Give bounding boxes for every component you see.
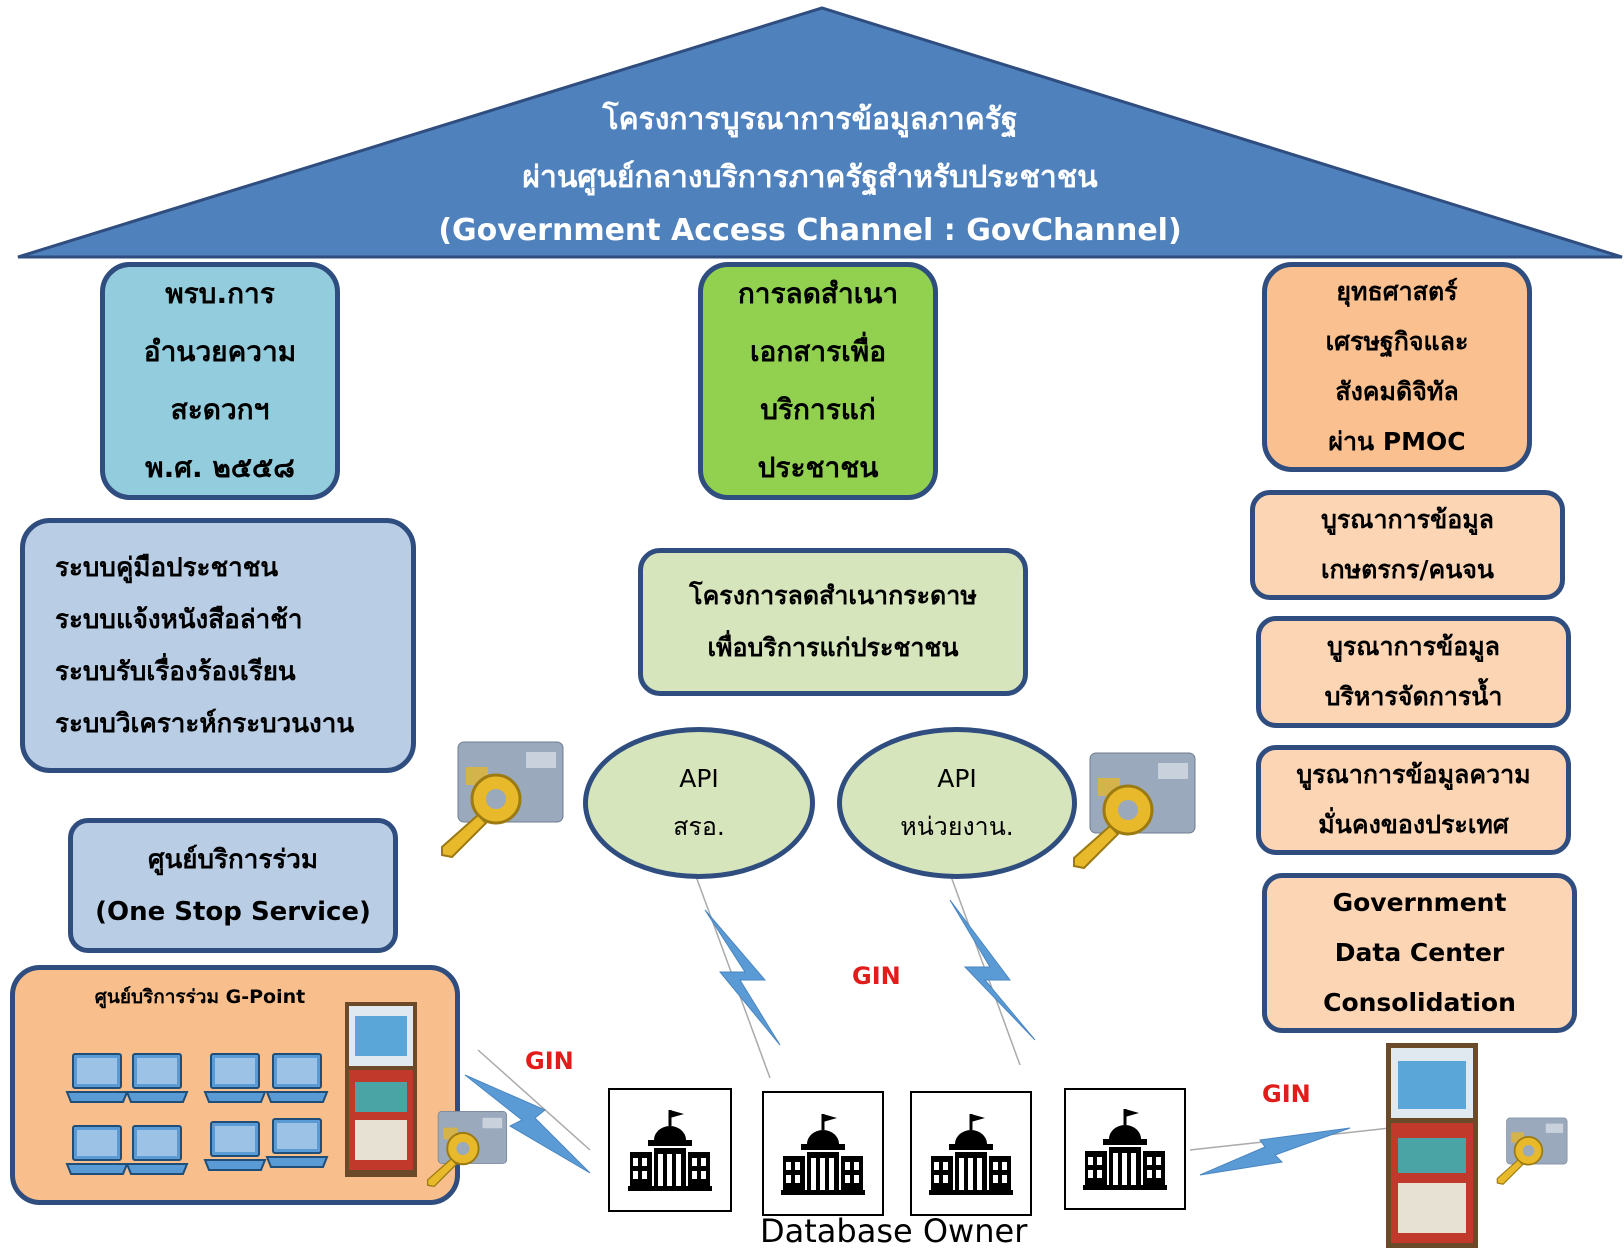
gin-label: GIN	[525, 1047, 574, 1075]
laptop-icon	[203, 1121, 267, 1171]
api-ega-line: API	[679, 764, 719, 793]
building-icon	[929, 1113, 1013, 1195]
api-agency-line: หน่วยงาน.	[900, 812, 1014, 841]
smart-card-key-icon	[1496, 1117, 1568, 1185]
gpoint-title: ศูนย์บริการร่วม G-Point	[94, 986, 306, 1008]
right-item-line: Government	[1332, 888, 1507, 917]
paper-line: เพื่อบริการแก่ประชาชน	[707, 633, 959, 662]
right-item-line: Data Center	[1334, 938, 1505, 967]
paper-reduction-box: โครงการลดสำเนากระดาษ เพื่อบริการแก่ประชา…	[638, 548, 1028, 696]
building-icon	[628, 1110, 712, 1191]
right-item-line: บูรณาการข้อมูลความ	[1296, 760, 1531, 789]
api-ega-ellipse: API สรอ.	[583, 727, 815, 879]
system-item: ระบบคู่มือประชาชน	[55, 552, 279, 583]
one-stop-service-box: ศูนย์บริการร่วม (One Stop Service)	[68, 818, 398, 953]
pillar-copy-line: การลดสำเนา	[737, 277, 899, 310]
laptop-icon	[203, 1053, 267, 1103]
roof-triangle	[17, 6, 1623, 259]
pillar-law-line: พรบ.การ	[165, 277, 275, 310]
pillar-law-line: อำนวยความ	[143, 335, 297, 368]
paper-line: โครงการลดสำเนากระดาษ	[689, 581, 977, 610]
laptop-icon	[125, 1125, 189, 1175]
roof-title-line2: ผ่านศูนย์กลางบริการภาครัฐสำหรับประชาชน	[522, 160, 1098, 195]
building-icon	[1083, 1109, 1167, 1190]
pillar-law-line: สะดวกฯ	[170, 393, 270, 426]
system-item: ระบบวิเคราะห์กระบวนงาน	[55, 708, 355, 739]
database-owner-box	[1064, 1088, 1186, 1210]
pillar-law: พรบ.การ อำนวยความ สะดวกฯ พ.ศ. ๒๕๕๘	[100, 262, 340, 500]
right-item-line: บริหารจัดการน้ำ	[1324, 682, 1503, 711]
pillar-copy-line: ประชาชน	[757, 451, 879, 484]
pillar-digital-line: เศรษฐกิจและ	[1325, 327, 1469, 356]
laptop-icon	[265, 1118, 329, 1168]
roof-title-line3: (Government Access Channel : GovChannel)	[438, 213, 1182, 248]
laptop-icon	[125, 1053, 189, 1103]
kiosk-icon	[1386, 1043, 1478, 1248]
database-owner-label: Database Owner	[760, 1212, 1028, 1250]
pillar-law-line: พ.ศ. ๒๕๕๘	[145, 451, 295, 484]
roof-title-line1: โครงการบูรณาการข้อมูลภาครัฐ	[602, 102, 1018, 137]
database-owner-box	[910, 1091, 1032, 1216]
systems-box: ระบบคู่มือประชาชน ระบบแจ้งหนังสือล่าช้า …	[20, 518, 416, 773]
right-item-line: บูรณาการข้อมูล	[1320, 505, 1495, 534]
pillar-digital-line: สังคมดิจิทัล	[1335, 377, 1459, 406]
right-item-farmers: บูรณาการข้อมูล เกษตรกร/คนจน	[1250, 490, 1565, 600]
laptop-icon	[65, 1053, 129, 1103]
kiosk-icon	[345, 1002, 417, 1177]
pillar-digital-strategy: ยุทธศาสตร์ เศรษฐกิจและ สังคมดิจิทัล ผ่าน…	[1262, 262, 1532, 472]
smart-card-key-icon	[426, 1110, 508, 1188]
smart-card-key-icon	[441, 741, 564, 859]
pillar-digital-line: ผ่าน PMOC	[1328, 427, 1466, 456]
gin-label: GIN	[1262, 1080, 1311, 1108]
one-stop-line: ศูนย์บริการร่วม	[148, 844, 318, 875]
gin-label: GIN	[852, 962, 901, 990]
pillar-digital-line: ยุทธศาสตร์	[1336, 277, 1458, 306]
pillar-copy-reduction: การลดสำเนา เอกสารเพื่อ บริการแก่ ประชาชน	[698, 262, 938, 500]
right-item-security: บูรณาการข้อมูลความ มั่นคงของประเทศ	[1256, 745, 1571, 855]
pillar-copy-line: เอกสารเพื่อ	[749, 335, 887, 368]
right-item-line: Consolidation	[1323, 988, 1516, 1017]
laptop-icon	[65, 1125, 129, 1175]
system-item: ระบบรับเรื่องร้องเรียน	[55, 656, 296, 687]
one-stop-line: (One Stop Service)	[95, 896, 371, 927]
lightning-icon	[464, 899, 1351, 1176]
database-owner-box	[762, 1091, 884, 1216]
right-item-line: เกษตรกร/คนจน	[1320, 555, 1495, 584]
pillar-copy-line: บริการแก่	[760, 393, 876, 426]
system-item: ระบบแจ้งหนังสือล่าช้า	[55, 604, 303, 635]
right-item-water: บูรณาการข้อมูล บริหารจัดการน้ำ	[1256, 616, 1571, 728]
laptop-icon	[265, 1053, 329, 1103]
api-ega-line: สรอ.	[673, 812, 725, 841]
database-owner-box	[608, 1088, 732, 1212]
right-item-gdcc: Government Data Center Consolidation	[1262, 873, 1577, 1033]
api-agency-line: API	[937, 764, 977, 793]
building-icon	[781, 1113, 865, 1195]
right-item-line: มั่นคงของประเทศ	[1318, 810, 1509, 839]
api-agency-ellipse: API หน่วยงาน.	[837, 727, 1077, 879]
right-item-line: บูรณาการข้อมูล	[1326, 632, 1501, 661]
smart-card-key-icon	[1073, 752, 1196, 870]
